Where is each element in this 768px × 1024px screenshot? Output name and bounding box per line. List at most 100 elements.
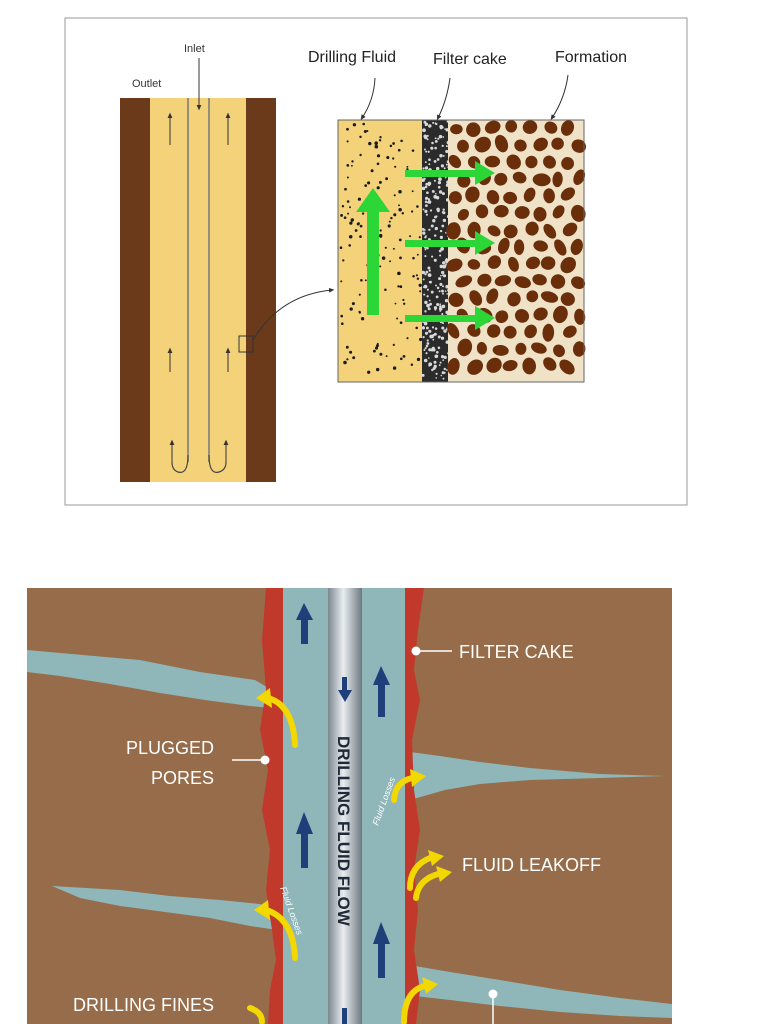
cake-particle bbox=[431, 141, 434, 145]
cake-particle bbox=[445, 163, 448, 166]
cake-particle bbox=[431, 335, 434, 339]
fluid-particle bbox=[378, 139, 382, 142]
cake-particle bbox=[435, 215, 438, 218]
fluid-particle bbox=[389, 144, 393, 148]
fluid-particle bbox=[361, 212, 365, 215]
formation-grain bbox=[560, 257, 576, 274]
filter-cake-label: Filter cake bbox=[433, 51, 507, 68]
formation-grain bbox=[503, 191, 518, 205]
fluid-particle bbox=[376, 154, 381, 158]
cake-particle bbox=[444, 290, 447, 293]
cake-particle bbox=[433, 306, 438, 310]
fluid-particle bbox=[342, 259, 345, 262]
cake-particle bbox=[434, 139, 438, 143]
cake-particle bbox=[422, 208, 425, 211]
cake-particle bbox=[427, 201, 429, 204]
formation-grain bbox=[492, 344, 509, 356]
cake-particle bbox=[425, 182, 429, 186]
cake-particle bbox=[426, 339, 429, 342]
formation-grain bbox=[494, 275, 512, 287]
formation-grain bbox=[560, 120, 575, 136]
cake-particle bbox=[441, 304, 446, 309]
cake-particle bbox=[435, 377, 438, 379]
fluid-particle bbox=[384, 288, 387, 291]
formation-grain bbox=[570, 204, 586, 222]
plugged-pores-label-line2: PORES bbox=[151, 768, 214, 788]
cake-particle bbox=[427, 307, 431, 311]
cake-particle bbox=[431, 368, 434, 372]
fluid-particle bbox=[367, 181, 371, 185]
cake-particle bbox=[434, 327, 438, 330]
cake-particle bbox=[442, 274, 444, 277]
fluid-leakoff-callout: FLUID LEAKOFF bbox=[462, 855, 601, 875]
cake-particle bbox=[426, 295, 429, 298]
blue-up-arrow bbox=[301, 618, 308, 644]
formation-grain bbox=[532, 274, 547, 286]
cake-particle bbox=[422, 128, 426, 133]
top-diagram: Inlet Outlet bbox=[64, 17, 688, 506]
fluid-particle bbox=[376, 367, 380, 372]
plugged-pores-callout: PLUGGED PORES bbox=[126, 738, 270, 788]
cake-particle bbox=[426, 303, 430, 308]
cake-particle bbox=[440, 355, 445, 359]
cake-particle bbox=[438, 134, 443, 139]
formation-grain bbox=[514, 276, 531, 289]
cake-particle bbox=[430, 348, 434, 352]
yellow-curved-arrow bbox=[263, 907, 298, 961]
yellow-curved-arrow bbox=[247, 1005, 265, 1024]
fluid-particle bbox=[346, 127, 349, 131]
formation-grain bbox=[514, 309, 530, 323]
fluid-particle bbox=[363, 130, 367, 133]
fluid-particle bbox=[346, 358, 349, 361]
cake-particle bbox=[424, 255, 427, 258]
blue-up-arrow-head bbox=[296, 603, 313, 620]
blue-down-arrow bbox=[342, 677, 347, 691]
fluid-particle bbox=[359, 224, 363, 228]
formation-grain bbox=[506, 154, 521, 170]
cake-particle bbox=[441, 144, 444, 148]
casing-wall-right bbox=[246, 98, 276, 482]
fluid-particle bbox=[376, 162, 380, 166]
formation-grain bbox=[540, 291, 559, 303]
fluid-particle bbox=[357, 222, 360, 225]
cake-particle bbox=[421, 178, 425, 182]
formation-grain bbox=[475, 204, 489, 219]
fluid-particle bbox=[406, 337, 409, 340]
cake-particle bbox=[432, 121, 435, 124]
fluid-particle bbox=[346, 140, 349, 143]
yellow-arrow-head bbox=[436, 866, 452, 882]
fluid-particle bbox=[370, 169, 374, 173]
cake-particle bbox=[428, 281, 431, 284]
fluid-particle bbox=[398, 208, 402, 212]
formation-grain bbox=[540, 256, 556, 270]
cake-particle bbox=[433, 234, 437, 237]
formation-grain bbox=[552, 205, 565, 219]
formation-grain bbox=[457, 208, 470, 221]
cake-particle bbox=[425, 270, 429, 274]
formation-grain bbox=[532, 173, 551, 187]
formation-grain bbox=[543, 357, 557, 371]
formation-grain bbox=[551, 137, 564, 150]
fluid-particle bbox=[374, 144, 379, 149]
cake-particle bbox=[445, 149, 449, 154]
fluid-particle bbox=[349, 206, 351, 209]
cake-particle bbox=[439, 229, 443, 233]
fluid-particle bbox=[360, 279, 363, 282]
formation-grain bbox=[447, 323, 460, 339]
cake-particle bbox=[438, 190, 443, 194]
filtrate-arrow-head bbox=[475, 161, 495, 185]
formation-grain bbox=[457, 338, 473, 357]
pipe-downflow-arrows bbox=[338, 677, 352, 1024]
fluid-particle bbox=[418, 236, 421, 239]
drilling-fluid-zone bbox=[338, 120, 425, 382]
formation-grain bbox=[544, 121, 558, 134]
cake-particle bbox=[424, 273, 427, 276]
fluid-particle bbox=[415, 326, 418, 330]
fluid-particle bbox=[354, 229, 358, 232]
cake-particle bbox=[439, 265, 443, 269]
formation-grain bbox=[523, 187, 536, 202]
yellow-curved-arrow bbox=[413, 871, 441, 901]
fluid-particle bbox=[396, 317, 399, 320]
fluid-particle bbox=[344, 187, 347, 191]
fluid-particle bbox=[411, 149, 415, 152]
